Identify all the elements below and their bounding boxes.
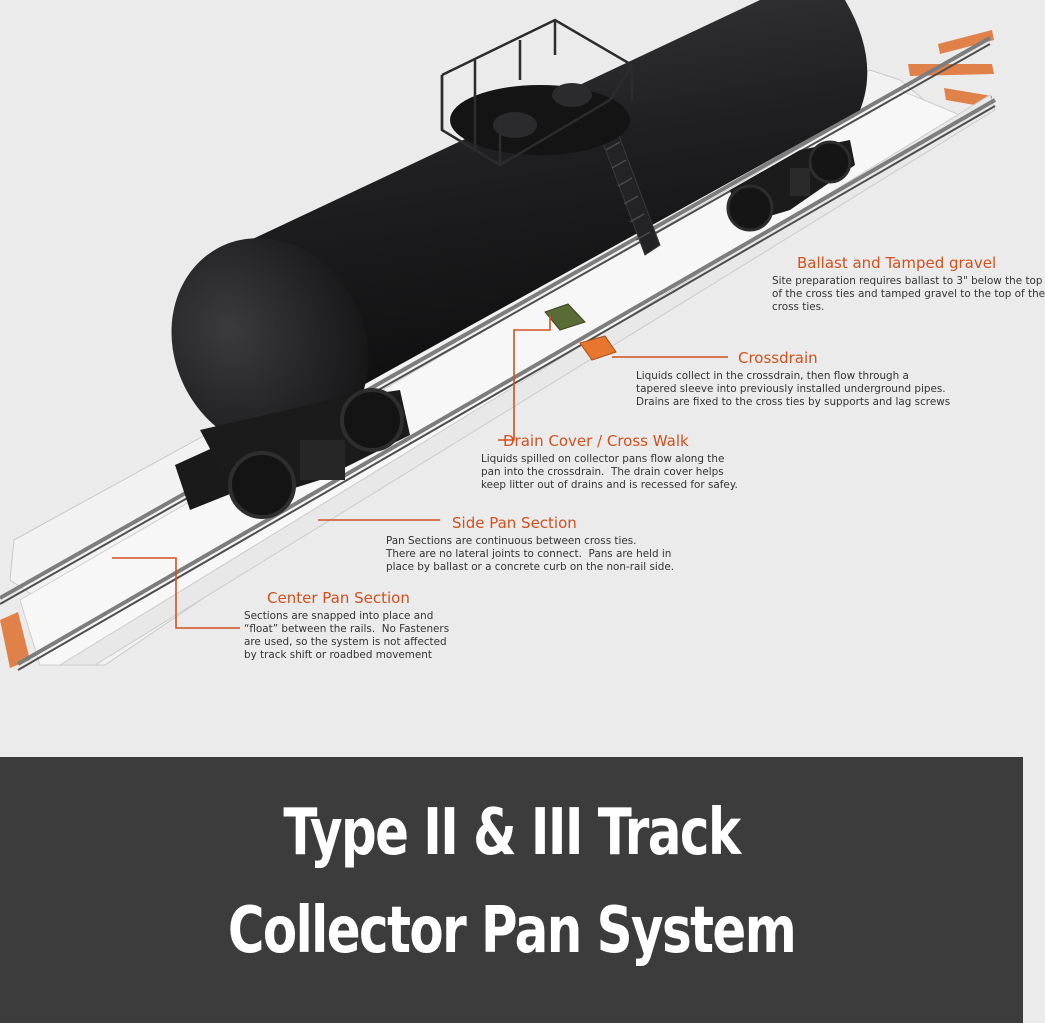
drain-cover-callout: Drain Cover / Cross Walk Liquids spilled… <box>481 432 738 492</box>
leader-lines <box>112 316 728 629</box>
ballast-callout: Ballast and Tamped gravel Site preparati… <box>772 254 1045 314</box>
side-pan-callout: Side Pan Section Pan Sections are contin… <box>386 514 674 574</box>
crossdrain-callout: Crossdrain Liquids collect in the crossd… <box>636 349 950 409</box>
cross-tie <box>0 612 30 668</box>
drain-cover <box>544 303 586 331</box>
side-pan-text: Pan Sections are continuous between cros… <box>386 535 675 573</box>
drain-cover-title: Drain Cover / Cross Walk <box>503 432 689 450</box>
drain-cover-leader <box>498 316 551 441</box>
rails <box>0 36 996 671</box>
drain-cover-text: Liquids spilled on collector pans flow a… <box>481 453 738 491</box>
title-banner: Type II & III Track Collector Pan System <box>0 757 1023 1023</box>
banner-title-line-1: Type II & III Track <box>283 796 741 870</box>
diagram-illustration: Ballast and Tamped gravel Site preparati… <box>0 0 1045 671</box>
ballast-text: Site preparation requires ballast to 3" … <box>772 275 1045 313</box>
side-pan-inner <box>58 94 996 666</box>
rear-truck <box>726 140 855 232</box>
tank-car <box>171 0 868 519</box>
center-pan-title: Center Pan Section <box>267 589 410 607</box>
banner-title-line-2: Collector Pan System <box>227 894 797 968</box>
tank-end-cap <box>171 238 369 452</box>
cross-tie <box>938 30 994 54</box>
side-pan-title: Side Pan Section <box>452 514 577 532</box>
crossdrain-title: Crossdrain <box>738 349 818 367</box>
center-pan-leader <box>112 557 240 629</box>
crossdrain <box>579 335 617 361</box>
ballast-title: Ballast and Tamped gravel <box>797 254 997 272</box>
crossdrain-text: Liquids collect in the crossdrain, then … <box>636 370 951 408</box>
center-pan-text: Sections are snapped into place and “flo… <box>244 610 450 661</box>
track-illustration <box>0 0 996 671</box>
center-pan-callout: Center Pan Section Sections are snapped … <box>244 589 449 662</box>
